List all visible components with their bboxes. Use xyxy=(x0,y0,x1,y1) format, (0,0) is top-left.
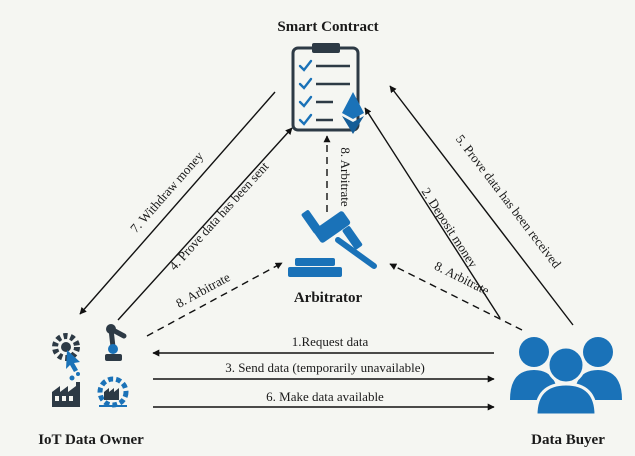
arrow-deposit-money xyxy=(364,107,501,319)
arrow-prove-data-sent xyxy=(117,127,293,321)
arbitrate-owner-label: 8. Arbitrate xyxy=(173,269,232,310)
data-buyer-label: Data Buyer xyxy=(531,432,605,448)
iot-data-owner-label: IoT Data Owner xyxy=(38,432,144,448)
gear-cursor-icon xyxy=(52,333,80,372)
withdraw-money-label: 7. Withdraw money xyxy=(127,148,206,236)
deposit-money-label: 2. Deposit money xyxy=(419,185,482,271)
send-data-label: 3. Send data (temporarily unavailable) xyxy=(225,360,425,375)
arrow-arbitrate-owner xyxy=(146,262,283,337)
arrow-prove-data-received xyxy=(389,85,574,326)
arrow-withdraw-money xyxy=(79,91,276,315)
robot-arm-icon xyxy=(105,324,127,361)
request-data-label: 1.Request data xyxy=(292,334,369,349)
gavel-icon xyxy=(288,210,377,277)
arbitrator-label: Arbitrator xyxy=(294,290,363,306)
factory-icon xyxy=(52,372,80,407)
make-data-available-label: 6. Make data available xyxy=(266,389,384,404)
user-group-icon xyxy=(510,337,622,417)
arrow-arbitrate-buyer xyxy=(389,263,523,331)
smart-factory-gear-icon xyxy=(97,376,129,408)
arbitrate-buyer-label: 8. Arbitrate xyxy=(432,258,492,298)
smart-contract-label: Smart Contract xyxy=(277,19,378,35)
arbitrate-smart-contract-label: 8. Arbitrate xyxy=(338,147,353,206)
clipboard-checklist-ethereum-icon xyxy=(291,43,364,134)
